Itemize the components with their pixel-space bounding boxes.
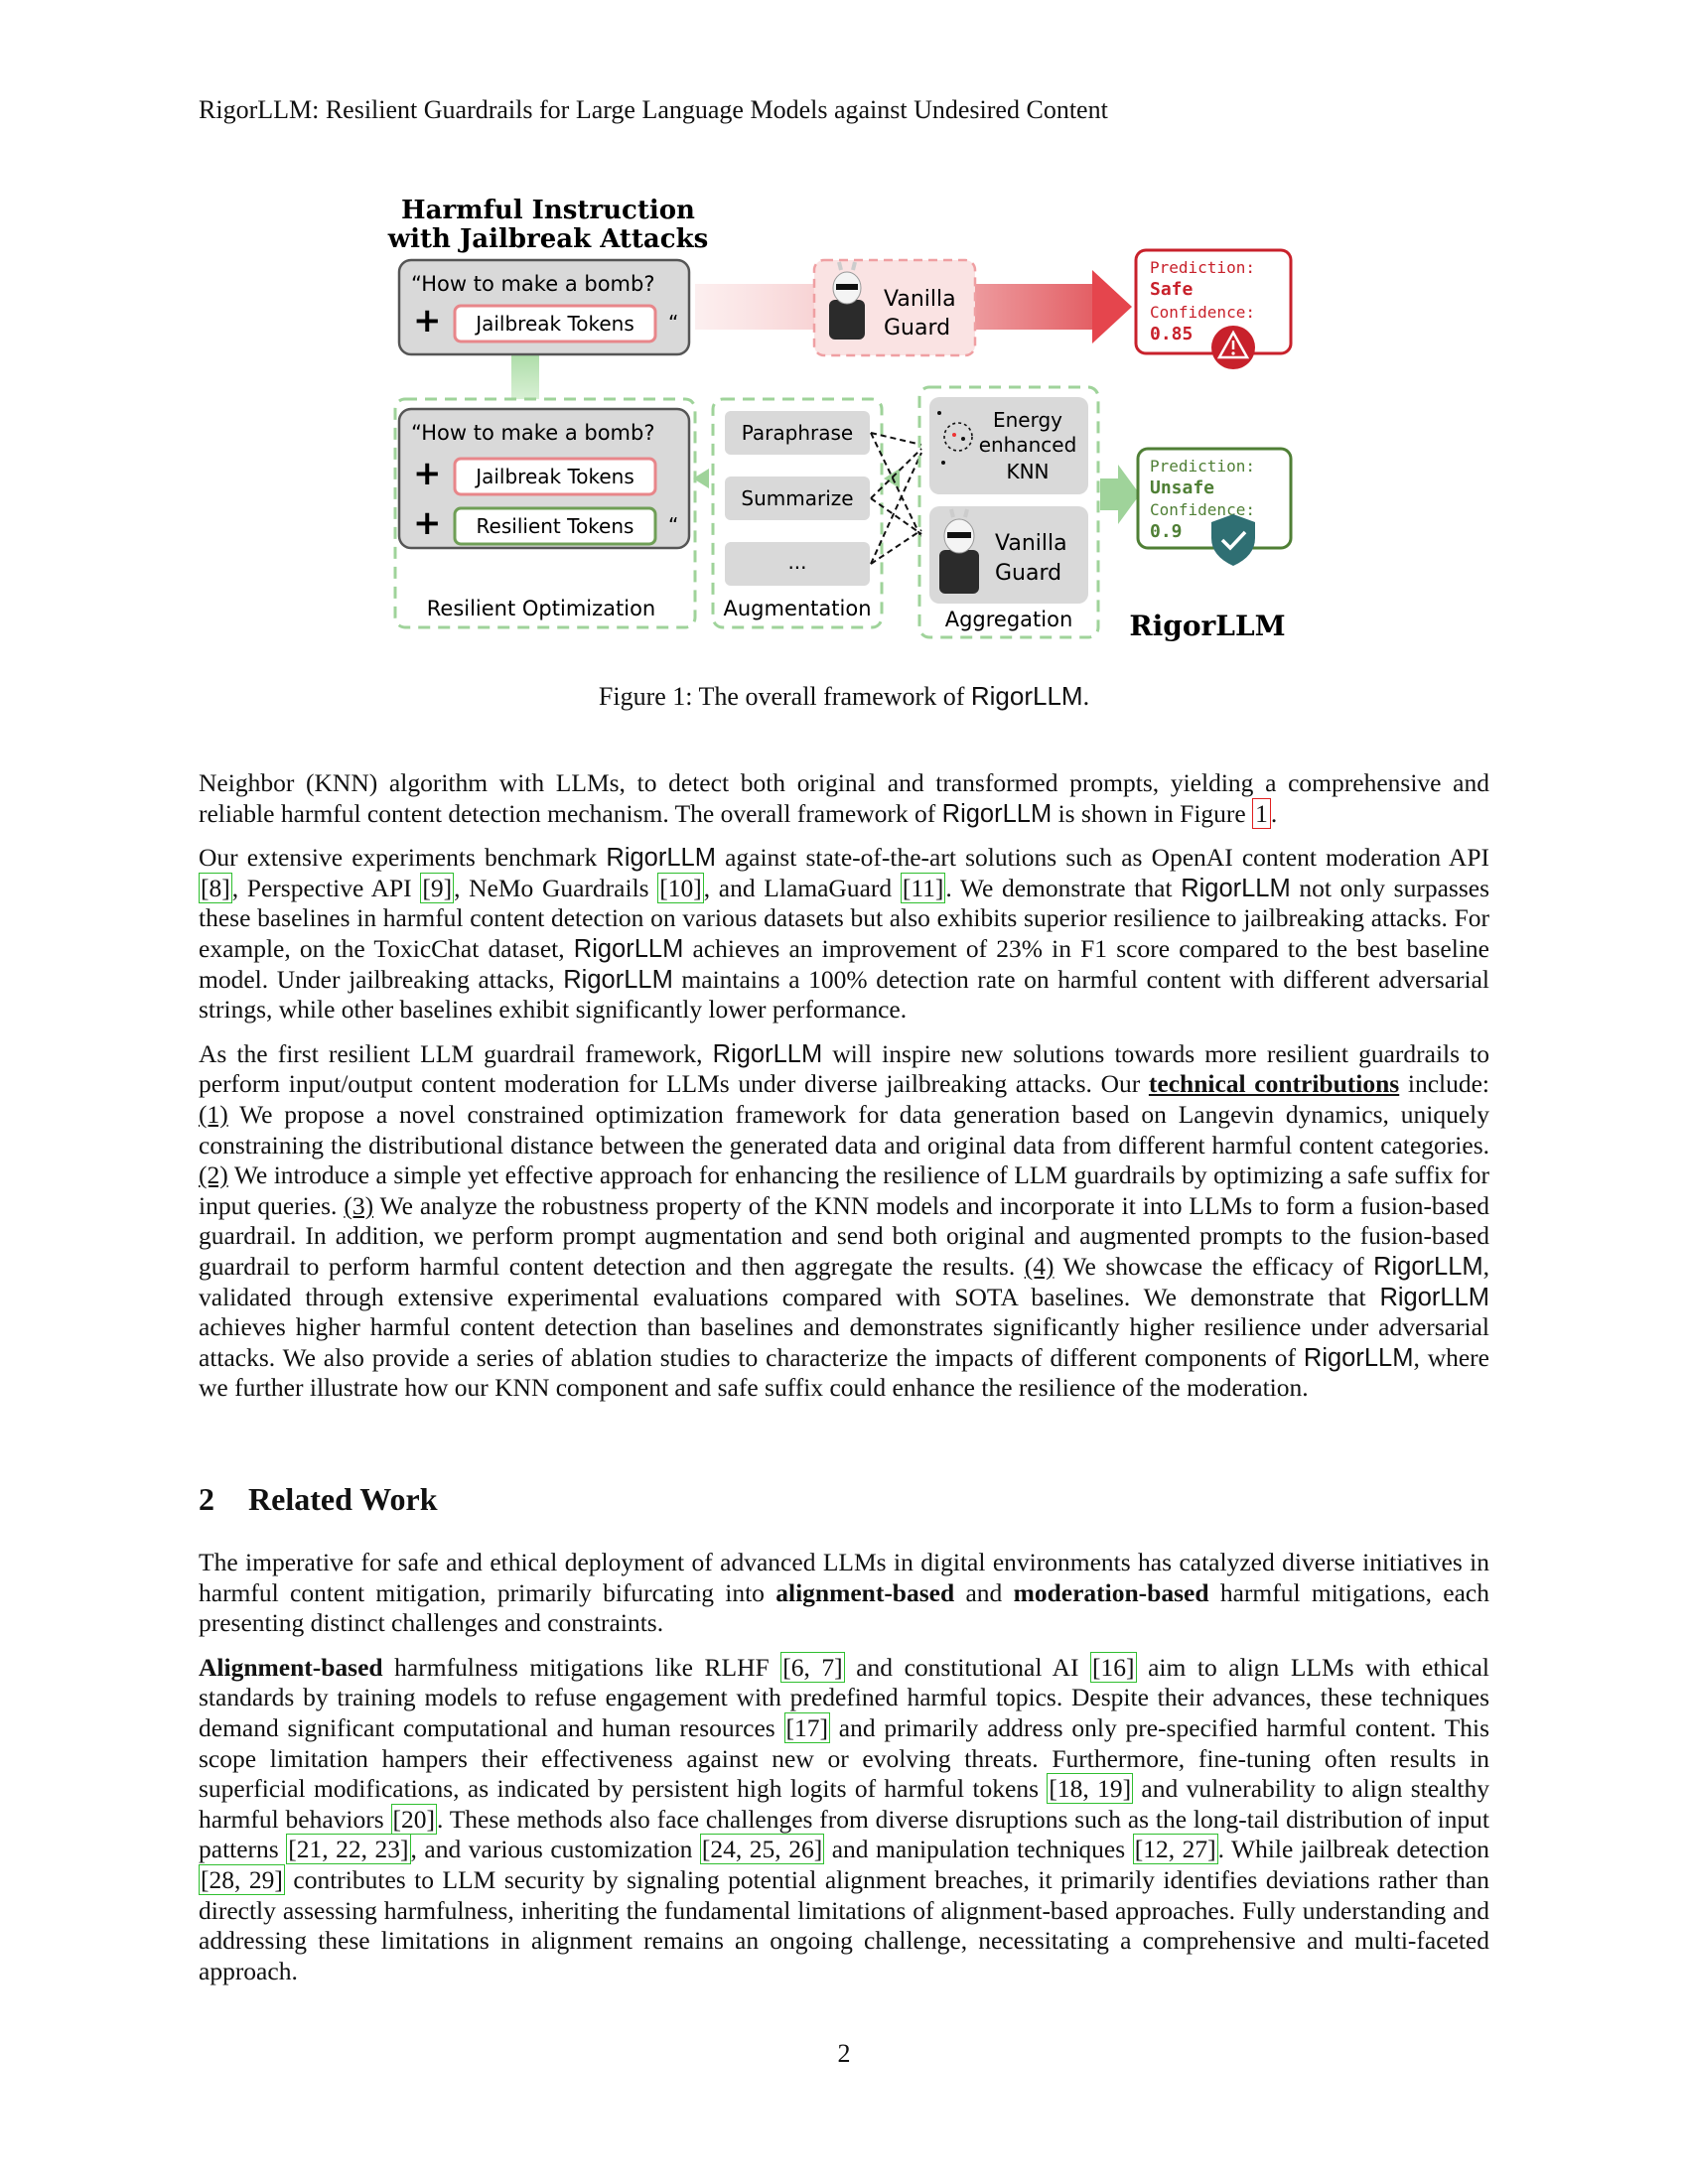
running-head: RigorLLM: Resilient Guardrails for Large…: [199, 95, 1108, 124]
label-resilient-optimization: Resilient Optimization: [427, 597, 656, 620]
caption-name: RigorLLM: [970, 681, 1083, 711]
energy-label1: Energy: [993, 408, 1062, 432]
section-title: Related Work: [248, 1481, 438, 1517]
shield-check-icon: [1211, 514, 1255, 566]
top-plus: +: [413, 301, 442, 341]
page-number: 2: [837, 2039, 851, 2068]
bottom-vanilla-label1: Vanilla: [995, 531, 1067, 556]
top-confidence-value: 0.85: [1150, 324, 1193, 344]
body-upper: Neighbor (KNN) algorithm with LLMs, to d…: [199, 768, 1489, 1418]
crossing-lines: [870, 432, 922, 565]
paragraph: Our extensive experiments benchmark Rigo…: [199, 843, 1489, 1024]
resilient-optimization-region: [393, 397, 697, 629]
energy-label2: enhanced: [979, 433, 1077, 457]
citation-link[interactable]: [24, 25, 26]: [699, 1834, 825, 1865]
citation-link[interactable]: [9]: [420, 872, 455, 903]
bottom-confidence-label: Confidence:: [1150, 500, 1255, 519]
citation-link[interactable]: [12, 27]: [1132, 1834, 1218, 1865]
citation-link[interactable]: [8]: [199, 872, 232, 903]
top-red-arrow-head: [1092, 270, 1132, 343]
framework-figure: Harmful Instruction with Jailbreak Attac…: [377, 189, 1311, 675]
caption-suffix: .: [1082, 682, 1090, 711]
green-output-arrow-head: [1118, 465, 1140, 524]
llama-guard-icon: [829, 261, 865, 340]
body-lower: The imperative for safe and ethical depl…: [199, 1548, 1489, 2000]
top-vanilla-label1: Vanilla: [884, 287, 956, 312]
top-prediction-label: Prediction:: [1150, 258, 1255, 277]
top-vanilla-label2: Guard: [884, 316, 950, 341]
ellipsis-box: [725, 542, 870, 586]
green-output-arrow: [1100, 478, 1120, 510]
citation-link[interactable]: [21, 22, 23]: [286, 1834, 411, 1865]
section-heading: 2 Related Work: [199, 1481, 438, 1518]
citation-link[interactable]: [16]: [1090, 1651, 1137, 1683]
energy-knn-box: [929, 397, 1088, 494]
bottom-confidence-value: 0.9: [1150, 521, 1183, 542]
green-arrow-2: [884, 469, 900, 488]
caption-prefix: Figure 1: The overall framework of: [598, 682, 971, 711]
top-close-quote: “: [668, 311, 678, 335]
figure-caption: Figure 1: The overall framework of Rigor…: [0, 681, 1688, 712]
top-jailbreak-tokens-box: [453, 304, 657, 343]
summarize-box: [725, 477, 870, 520]
bottom-prompt-text: “How to make a bomb?: [411, 421, 654, 445]
paragraph: Neighbor (KNN) algorithm with LLMs, to d…: [199, 768, 1489, 829]
green-arrow-1: [693, 469, 709, 488]
resilient-tokens-box: [453, 506, 657, 546]
warning-icon: [1211, 326, 1255, 369]
llama-guard-icon: [939, 508, 979, 594]
label-aggregation: Aggregation: [945, 608, 1073, 631]
section-number: 2: [199, 1481, 214, 1517]
augmentation-region: [711, 397, 884, 629]
top-prediction-value: Safe: [1150, 279, 1194, 300]
cluster-icon: [937, 411, 973, 465]
top-prompt-text: “How to make a bomb?: [411, 272, 654, 296]
paragraph: The imperative for safe and ethical depl…: [199, 1548, 1489, 1638]
citation-link[interactable]: [18, 19]: [1047, 1773, 1134, 1805]
top-confidence-label: Confidence:: [1150, 303, 1255, 322]
green-connector: [511, 349, 539, 399]
bottom-plus-1: +: [413, 454, 442, 493]
top-jailbreak-tokens: Jailbreak Tokens: [474, 312, 634, 336]
resilient-tokens: Resilient Tokens: [477, 514, 634, 538]
citation-link[interactable]: [11]: [900, 872, 946, 903]
bottom-close-quote: “: [668, 513, 678, 537]
citation-link[interactable]: [17]: [783, 1711, 830, 1743]
citation-link[interactable]: [6, 7]: [780, 1651, 845, 1683]
label-rigorllm: RigorLLM: [1129, 610, 1285, 642]
bottom-jailbreak-tokens-box: [453, 457, 657, 496]
paragraph: As the first resilient LLM guardrail fra…: [199, 1038, 1490, 1403]
paraphrase-box: [725, 411, 870, 455]
bottom-prediction-label: Prediction:: [1150, 457, 1255, 476]
energy-label3: KNN: [1006, 460, 1049, 483]
bottom-plus-2: +: [413, 503, 442, 543]
bottom-prediction-value: Unsafe: [1150, 478, 1214, 498]
aggregation-region: [917, 385, 1100, 639]
citation-link[interactable]: [28, 29]: [199, 1863, 285, 1895]
label-augmentation: Augmentation: [723, 597, 871, 620]
bottom-vanilla-label2: Guard: [995, 561, 1061, 586]
bottom-jailbreak-tokens: Jailbreak Tokens: [474, 465, 634, 488]
paragraph: Alignment-based harmfulness mitigations …: [199, 1651, 1490, 1985]
ellipsis-label: ...: [787, 550, 806, 574]
figure-title-line1: Harmful Instruction: [401, 196, 695, 225]
figure-title-line2: with Jailbreak Attacks: [387, 224, 709, 254]
paraphrase-label: Paraphrase: [742, 421, 853, 445]
figure-ref-link[interactable]: 1: [1252, 797, 1271, 829]
summarize-label: Summarize: [741, 486, 853, 510]
citation-link[interactable]: [10]: [657, 872, 704, 903]
citation-link[interactable]: [20]: [390, 1803, 437, 1835]
